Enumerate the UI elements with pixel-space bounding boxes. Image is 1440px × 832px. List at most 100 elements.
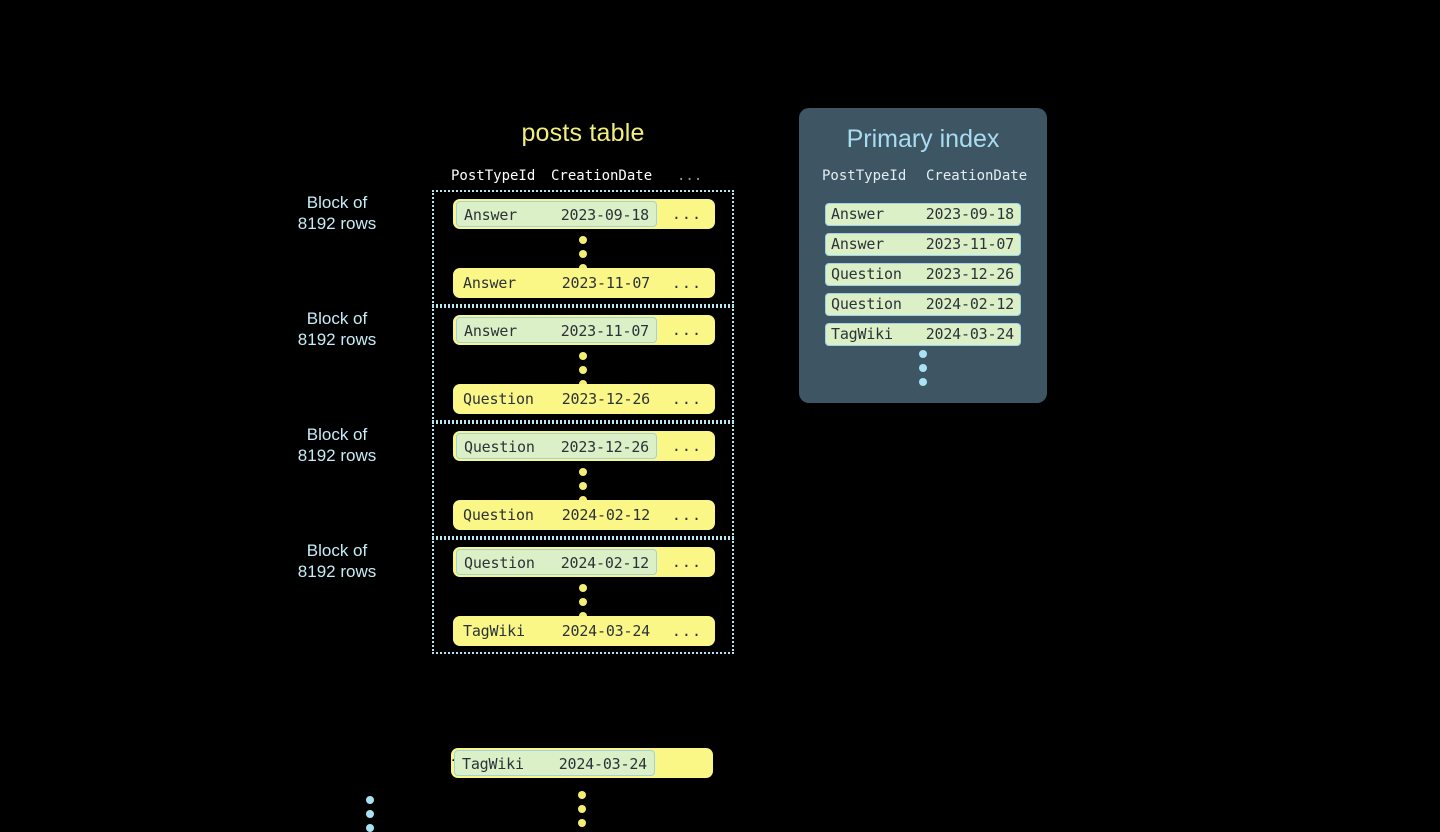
row-highlight-region: Question 2023-12-26 <box>456 433 657 459</box>
cell-more-ellipsis: ... <box>671 622 702 640</box>
ellipsis-dot <box>579 598 587 606</box>
table-block: Block of 8192 rows Question 2023-12-26 .… <box>298 422 734 538</box>
table-row: TagWiki 2024-03-24 ... <box>453 616 715 646</box>
cell-more-ellipsis: ... <box>671 321 702 339</box>
table-row: Answer 2023-11-07 ... <box>453 315 715 345</box>
row-plain-region: Answer 2023-11-07 <box>456 270 657 296</box>
table-block: Block of 8192 rows Answer 2023-09-18 ... <box>298 190 734 306</box>
table-row: Question 2024-02-12 ... <box>453 547 715 577</box>
row-plain-region: Question 2023-12-26 <box>456 386 657 412</box>
primary-index-title: Primary index <box>846 125 1000 153</box>
column-header-creation-date: CreationDate <box>551 168 653 184</box>
table-block: Block of 8192 rows Question 2024-02-12 .… <box>298 538 734 654</box>
cell-more-ellipsis: ... <box>671 506 702 524</box>
block-continuation-ellipsis <box>366 796 374 832</box>
row-plain-region: Question 2024-02-12 <box>456 502 657 528</box>
table-row-trailing: TagWiki 2024-03-24 ... <box>451 748 713 778</box>
ellipsis-dot <box>578 791 586 799</box>
row-ellipsis-vertical <box>579 468 587 504</box>
row-ellipsis-vertical <box>579 236 587 272</box>
cell-creation-date: 2023-09-18 <box>925 205 1015 223</box>
ellipsis-dot <box>579 584 587 592</box>
ellipsis-dot <box>366 810 374 818</box>
table-row: Question 2024-02-12 ... <box>453 500 715 530</box>
primary-index-column-header: PostTypeId CreationDate <box>799 166 1047 186</box>
row-highlight-region: Answer 2023-11-07 <box>456 317 657 343</box>
block-label: Block of 8192 rows <box>297 425 377 465</box>
column-header-post-type-id: PostTypeId <box>822 168 907 184</box>
ellipsis-dot <box>579 482 587 490</box>
cell-creation-date: 2024-02-12 <box>560 554 650 572</box>
column-header-more-ellipsis: ... <box>677 168 703 184</box>
cell-post-type-id: Question <box>463 390 534 408</box>
row-highlight-region: Question 2024-02-12 <box>456 549 657 575</box>
cell-creation-date: 2023-11-07 <box>560 322 650 340</box>
row-plain-region: TagWiki 2024-03-24 <box>456 618 657 644</box>
column-header-post-type-id: PostTypeId <box>451 168 536 184</box>
block-label: Block of 8192 rows <box>297 193 377 233</box>
table-row: Answer 2023-09-18 ... <box>453 199 715 229</box>
row-ellipsis-vertical <box>579 584 587 620</box>
posts-table-title: posts table <box>521 119 645 147</box>
cell-creation-date: 2023-12-26 <box>560 438 650 456</box>
cell-more-ellipsis: ... <box>671 390 702 408</box>
cell-post-type-id: Answer <box>831 235 884 253</box>
primary-index-panel: Primary index PostTypeId CreationDate An… <box>799 108 1047 403</box>
index-row: TagWiki 2024-03-24 <box>825 323 1021 346</box>
ellipsis-dot <box>578 805 586 813</box>
diagram-canvas: posts table PostTypeId CreationDate ... … <box>298 108 1047 832</box>
cell-creation-date: 2024-02-12 <box>925 295 1015 313</box>
table-row: Question 2023-12-26 ... <box>453 384 715 414</box>
cell-more-ellipsis: ... <box>671 274 702 292</box>
cell-post-type-id: TagWiki <box>462 755 524 773</box>
cell-more-ellipsis: ... <box>671 437 702 455</box>
ellipsis-dot <box>578 819 586 827</box>
cell-creation-date: 2023-09-18 <box>560 206 650 224</box>
primary-index-rows: Answer 2023-09-18 Answer 2023-11-07 Ques… <box>825 203 1021 353</box>
ellipsis-dot <box>579 468 587 476</box>
table-block: Block of 8192 rows Answer 2023-11-07 ... <box>298 306 734 422</box>
row-highlight-region: Answer 2023-09-18 <box>456 201 657 227</box>
table-row: Answer 2023-11-07 ... <box>453 268 715 298</box>
ellipsis-dot <box>579 366 587 374</box>
index-row: Answer 2023-09-18 <box>825 203 1021 226</box>
cell-post-type-id: Question <box>831 295 902 313</box>
ellipsis-dot <box>366 796 374 804</box>
cell-post-type-id: Question <box>831 265 902 283</box>
ellipsis-dot <box>366 824 374 832</box>
row-highlight-region: TagWiki 2024-03-24 <box>454 750 655 776</box>
cell-creation-date: 2023-11-07 <box>561 274 651 292</box>
column-header-creation-date: CreationDate <box>926 168 1028 184</box>
cell-creation-date: 2024-02-12 <box>561 506 651 524</box>
cell-creation-date: 2024-03-24 <box>925 325 1015 343</box>
cell-more-ellipsis: ... <box>671 205 702 223</box>
cell-post-type-id: TagWiki <box>463 622 525 640</box>
cell-post-type-id: Answer <box>464 206 517 224</box>
ellipsis-dot <box>579 236 587 244</box>
cell-creation-date: 2024-03-24 <box>561 622 651 640</box>
ellipsis-dot <box>919 364 927 372</box>
cell-more-ellipsis: ... <box>671 553 702 571</box>
posts-table-group: posts table PostTypeId CreationDate ... … <box>298 118 734 832</box>
ellipsis-dot <box>919 350 927 358</box>
cell-post-type-id: Question <box>464 554 535 572</box>
primary-index-continuation-ellipsis <box>799 350 1047 386</box>
cell-post-type-id: Answer <box>464 322 517 340</box>
ellipsis-dot <box>579 250 587 258</box>
cell-creation-date: 2023-12-26 <box>925 265 1015 283</box>
cell-creation-date: 2023-11-07 <box>925 235 1015 253</box>
block-label: Block of 8192 rows <box>297 541 377 581</box>
cell-creation-date: 2024-03-24 <box>558 755 648 773</box>
posts-table-blocks: Block of 8192 rows Answer 2023-09-18 ... <box>298 190 734 832</box>
table-row: Question 2023-12-26 ... <box>453 431 715 461</box>
table-continuation-ellipsis <box>578 791 586 827</box>
index-row: Question 2023-12-26 <box>825 263 1021 286</box>
block-label: Block of 8192 rows <box>297 309 377 349</box>
ellipsis-dot <box>919 378 927 386</box>
posts-table-column-header: PostTypeId CreationDate ... <box>432 166 734 186</box>
ellipsis-dot <box>579 352 587 360</box>
row-ellipsis-vertical <box>579 352 587 388</box>
index-row: Question 2024-02-12 <box>825 293 1021 316</box>
cell-post-type-id: Answer <box>831 205 884 223</box>
cell-post-type-id: Question <box>464 438 535 456</box>
